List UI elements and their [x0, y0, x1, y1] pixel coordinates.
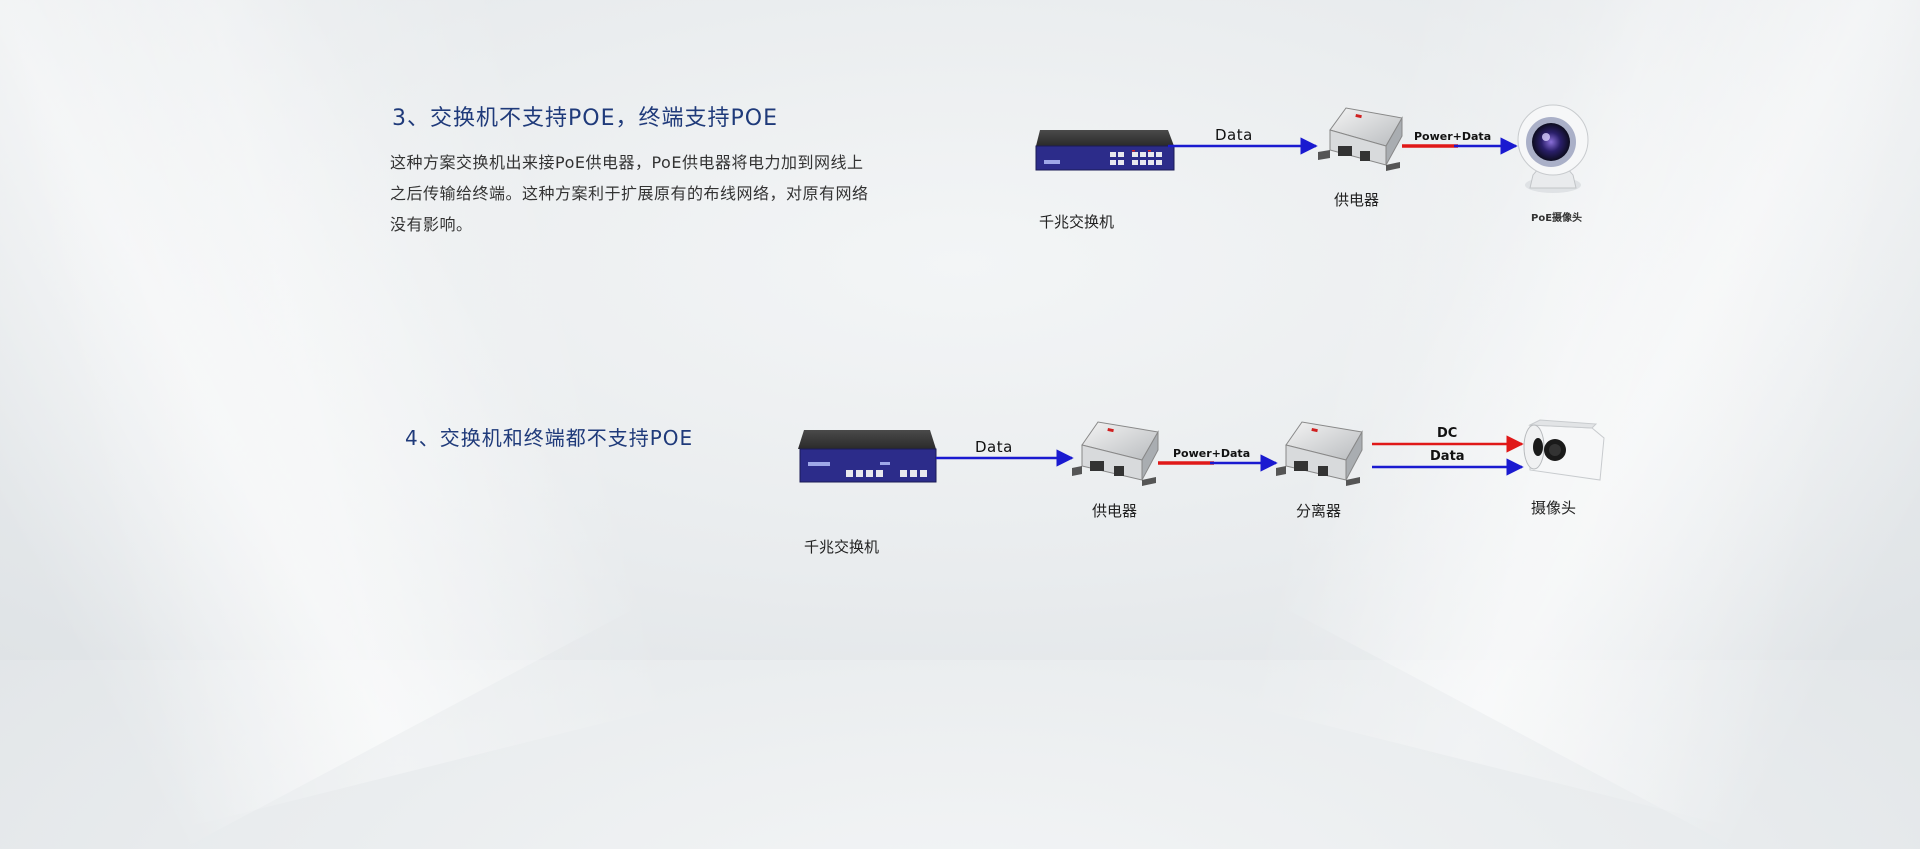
poe-injector-icon	[1072, 421, 1159, 486]
bullet-camera-icon	[1523, 419, 1605, 481]
power-data-link-label: Power+Data	[1414, 130, 1492, 143]
data-link-label: Data	[975, 438, 1013, 456]
switch-label: 千兆交换机	[1039, 213, 1115, 231]
gigabit-switch-icon	[1035, 130, 1175, 171]
poe-splitter-icon	[1276, 421, 1363, 486]
switch-label: 千兆交换机	[804, 538, 880, 556]
section3-title: 3、交换机不支持POE，终端支持POE	[392, 106, 778, 131]
description-line: 之后传输给终端。这种方案利于扩展原有的布线网络，对原有网络	[390, 184, 869, 203]
poe-camera-icon	[1517, 104, 1589, 193]
injector-label: 供电器	[1334, 191, 1380, 209]
camera-label: 摄像头	[1531, 499, 1577, 517]
section3-description: 这种方案交换机出来接PoE供电器，PoE供电器将电力加到网线上 之后传输给终端。…	[390, 147, 930, 240]
description-line: 没有影响。	[390, 215, 473, 234]
splitter-label: 分离器	[1296, 502, 1342, 520]
poe-injector-icon	[1318, 107, 1403, 171]
dc-link-label: DC	[1437, 426, 1458, 441]
power-data-link-label: Power+Data	[1173, 447, 1251, 460]
data-link-label: Data	[1215, 126, 1253, 144]
injector-label: 供电器	[1092, 502, 1138, 520]
camera-label: PoE摄像头	[1531, 213, 1583, 224]
description-line: 这种方案交换机出来接PoE供电器，PoE供电器将电力加到网线上	[390, 153, 864, 172]
section4-title: 4、交换机和终端都不支持POE	[405, 426, 694, 450]
data-link-label: Data	[1430, 449, 1465, 464]
gigabit-switch-icon	[798, 430, 937, 483]
poe-diagrams	[798, 104, 1605, 486]
